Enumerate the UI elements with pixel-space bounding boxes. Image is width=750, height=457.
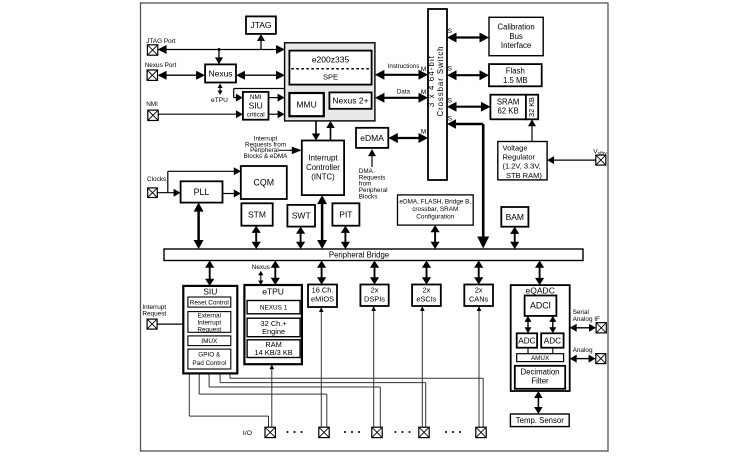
svg-text:eDMA, FLASH, Bridge B,: eDMA, FLASH, Bridge B, [399,199,471,206]
svg-text:Temp. Sensor: Temp. Sensor [516,416,565,425]
svg-text:2x: 2x [371,286,379,295]
svg-text:Bus: Bus [509,32,523,41]
svg-text:Peripheral: Peripheral [359,187,388,194]
svg-text:DMA: DMA [359,168,374,175]
svg-text:Regulator: Regulator [503,153,536,162]
svg-text:M: M [421,129,427,136]
svg-text:AMUX: AMUX [531,355,550,362]
svg-text:BAM: BAM [506,212,524,222]
svg-text:JTAG Port: JTAG Port [146,38,176,45]
svg-text:Voltage: Voltage [503,144,528,153]
svg-text:STB RAM): STB RAM) [506,171,542,180]
svg-text:Request: Request [142,311,166,318]
svg-text:Analog IF: Analog IF [573,316,600,323]
svg-text:Crossbar Switch: Crossbar Switch [436,46,445,117]
svg-text:Interface: Interface [501,41,531,50]
svg-text:External: External [198,313,221,320]
svg-text:M: M [421,66,427,73]
svg-text:ADCI: ADCI [530,301,551,311]
svg-text:DSPIs: DSPIs [364,295,385,304]
svg-text:Configuration: Configuration [416,214,454,221]
svg-text:Blocks & eDMA: Blocks & eDMA [244,153,289,160]
svg-text:3 x 4 64-bit: 3 x 4 64-bit [427,55,436,107]
svg-text:ADC: ADC [544,337,561,346]
svg-text:SPE: SPE [323,73,338,82]
svg-text:GPIO &: GPIO & [198,352,221,359]
svg-text:Requests from: Requests from [245,141,286,148]
svg-text:Nexus 2+: Nexus 2+ [332,95,368,105]
svg-text:SIU: SIU [249,101,263,111]
svg-text:S: S [448,65,453,72]
svg-text:eDMA: eDMA [360,133,384,143]
svg-text:Serial: Serial [573,309,589,316]
svg-text:Peripheral-: Peripheral- [250,147,281,154]
svg-text:S: S [448,116,453,123]
svg-text:IMUX: IMUX [201,338,218,345]
svg-text:STM: STM [248,210,266,220]
svg-text:1.5 MB: 1.5 MB [503,76,528,85]
svg-text:SIU: SIU [203,286,217,296]
svg-text:NMI: NMI [146,101,158,108]
svg-text:14 KB/3 KB: 14 KB/3 KB [254,348,292,357]
svg-text:Flash: Flash [506,67,525,76]
svg-text:critical: critical [247,112,265,119]
svg-text:CANs: CANs [469,295,489,304]
svg-text:Blocks: Blocks [359,193,378,200]
svg-text:eMIOS: eMIOS [311,295,334,304]
svg-text:Interrupt: Interrupt [197,320,221,327]
svg-text:NEXUS 1: NEXUS 1 [260,305,288,312]
svg-text:NMI: NMI [250,94,262,101]
svg-text:eTPU: eTPU [262,287,284,297]
svg-text:PIT: PIT [339,210,352,220]
svg-text:Nexus: Nexus [208,69,232,79]
svg-text:(INTC): (INTC) [311,173,335,182]
svg-text:Instructions: Instructions [388,63,420,70]
svg-text:Calibration: Calibration [497,23,534,32]
svg-text:Nexus: Nexus [252,264,270,271]
svg-text:I/O: I/O [243,430,252,437]
svg-text:eTPU: eTPU [211,97,228,104]
svg-text:SRAM: SRAM [497,97,520,106]
svg-text:Filter: Filter [531,376,549,385]
svg-text:Nexus Port: Nexus Port [145,62,177,69]
svg-text:Request: Request [197,326,221,333]
svg-text:Peripheral Bridge: Peripheral Bridge [329,250,389,259]
svg-text:e200z335: e200z335 [312,55,350,65]
svg-text:SWT: SWT [292,211,311,221]
svg-text:MMU: MMU [296,100,316,110]
svg-text:Clocks: Clocks [147,176,166,183]
svg-text:Controller: Controller [306,163,340,172]
svg-text:S: S [448,97,453,104]
svg-text:crossbar, SRAM: crossbar, SRAM [412,206,458,213]
svg-text:Interrupt: Interrupt [254,136,278,143]
svg-text:62 KB: 62 KB [497,107,518,116]
svg-text:PLL: PLL [194,187,210,197]
svg-text:Vstby: Vstby [593,149,607,158]
svg-text:Interrupt: Interrupt [142,304,166,311]
svg-text:S: S [448,28,453,35]
svg-text:RAM: RAM [265,340,281,349]
svg-text:2x: 2x [475,286,483,295]
svg-text:JTAG: JTAG [250,20,271,30]
svg-text:ADC: ADC [518,337,535,346]
svg-text:eSCIs: eSCIs [416,295,436,304]
svg-text:Analog: Analog [573,347,593,354]
svg-text:Interrupt: Interrupt [308,154,338,163]
svg-text:Data: Data [397,88,411,95]
svg-text:Decimation: Decimation [521,368,560,377]
svg-text:Engine: Engine [262,327,285,336]
svg-text:CQM: CQM [254,178,275,188]
svg-text:32 Ch.+: 32 Ch.+ [261,319,287,328]
svg-text:Requests: Requests [359,174,386,181]
svg-text:M: M [421,89,427,96]
svg-text:(1.2V, 3.3V,: (1.2V, 3.3V, [503,162,541,171]
svg-text:Reset Control: Reset Control [190,299,229,306]
svg-text:32 KB: 32 KB [527,97,536,117]
svg-text:from: from [359,181,372,188]
svg-text:eQADC: eQADC [526,286,555,296]
svg-text:Pad Control: Pad Control [192,360,226,367]
svg-text:16 Ch.: 16 Ch. [312,286,334,295]
svg-text:2x: 2x [422,286,430,295]
